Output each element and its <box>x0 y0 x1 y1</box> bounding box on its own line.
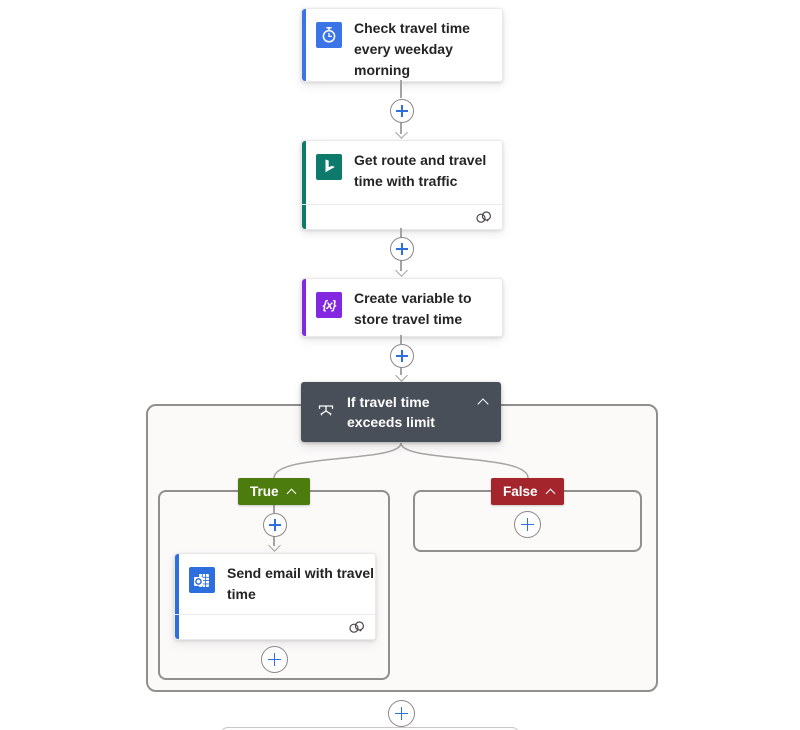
true-branch-badge[interactable]: True <box>238 478 310 505</box>
variable-glyph: {x} <box>322 298 336 312</box>
send-email-card[interactable]: Send email with travel time <box>174 553 376 640</box>
condition-title: If travel time exceeds limit <box>347 394 435 430</box>
insert-step-button-3[interactable] <box>390 344 414 368</box>
trigger-accent-bar <box>302 9 306 81</box>
insert-step-button-true[interactable] <box>263 513 287 537</box>
trigger-card[interactable]: Check travel time every weekday morning <box>301 8 503 82</box>
insert-step-button-2[interactable] <box>390 237 414 261</box>
connector-line <box>400 366 402 375</box>
recurrence-icon <box>316 22 342 48</box>
connector-arrow <box>395 126 408 139</box>
false-branch-badge[interactable]: False <box>491 478 564 505</box>
connector-line <box>400 80 402 98</box>
outlook-icon <box>189 567 215 593</box>
connector-line <box>400 335 402 344</box>
collapse-false-branch-icon[interactable] <box>545 488 555 498</box>
connector-arrow <box>395 369 408 382</box>
branch-fork-connector <box>273 442 529 479</box>
send-email-title: Send email with travel time <box>227 565 375 602</box>
get-route-title: Get route and travel time with traffic <box>354 152 487 189</box>
connector-line <box>400 259 402 271</box>
condition-card[interactable]: If travel time exceeds limit <box>301 382 501 442</box>
add-action-button-false[interactable] <box>514 511 541 538</box>
add-action-button-true-bottom[interactable] <box>261 646 288 673</box>
collapse-true-branch-icon[interactable] <box>286 488 296 498</box>
connector-line <box>273 505 275 513</box>
collapse-condition-icon[interactable] <box>477 398 489 410</box>
insert-step-button-1[interactable] <box>390 99 414 123</box>
get-route-card[interactable]: Get route and travel time with traffic <box>301 140 503 230</box>
create-variable-accent-bar <box>302 279 306 336</box>
connection-icon <box>349 621 364 633</box>
send-email-accent-bar <box>175 554 179 639</box>
connector-arrow <box>395 264 408 277</box>
trigger-title: Check travel time every weekday morning <box>354 20 470 78</box>
true-branch-label: True <box>250 484 279 499</box>
get-route-footer <box>302 204 502 229</box>
connector-line <box>400 121 402 134</box>
connector-line <box>273 535 275 546</box>
create-variable-title: Create variable to store travel time <box>354 290 472 327</box>
insert-step-button-bottom[interactable] <box>388 700 415 727</box>
variable-icon: {x} <box>316 292 342 318</box>
connection-icon <box>476 211 491 223</box>
false-branch-label: False <box>503 484 538 499</box>
condition-icon <box>316 402 336 427</box>
send-email-footer <box>175 614 375 639</box>
get-route-accent-bar <box>302 141 306 229</box>
create-variable-card[interactable]: {x} Create variable to store travel time <box>301 278 503 337</box>
bing-maps-icon <box>316 154 342 180</box>
connector-line <box>400 228 402 238</box>
condition-scope-container <box>146 404 658 692</box>
